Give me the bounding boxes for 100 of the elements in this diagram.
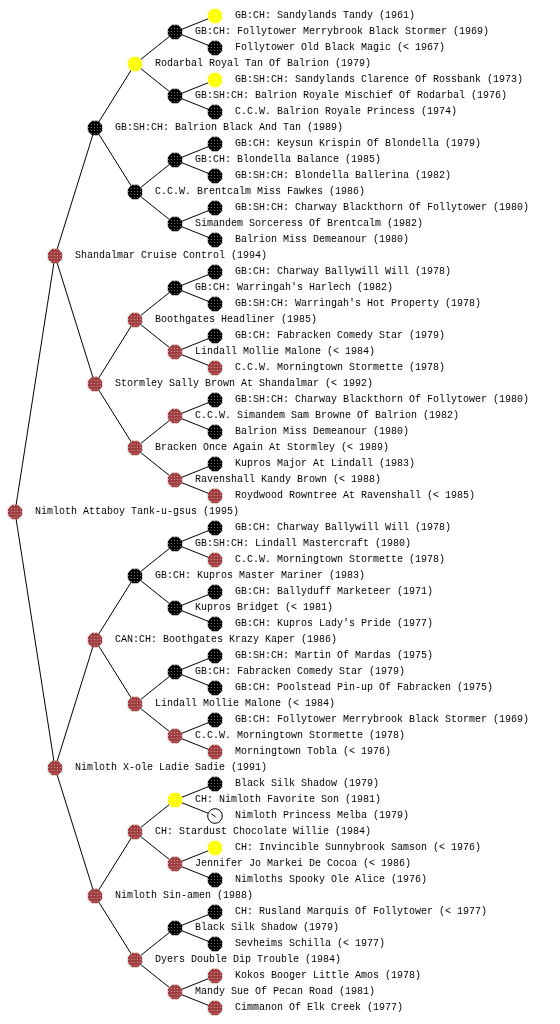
dog-name: Cimmanon Of Elk Creek (1977) xyxy=(235,1002,404,1014)
connector-line xyxy=(181,530,209,542)
dog-name: GB:CH: Poolstead Pin-up Of Fabracken (1975) xyxy=(235,682,494,694)
connector-line xyxy=(140,164,170,188)
dog-name: Black Silk Shadow (1979) xyxy=(195,922,340,934)
connector-line xyxy=(181,354,209,366)
connector-line xyxy=(140,964,170,988)
connector-line xyxy=(181,978,209,990)
dog-name: Nimloth Attaboy Tank-u-gsus (1995) xyxy=(35,506,240,518)
connector-line xyxy=(181,146,209,158)
connector-line xyxy=(140,36,170,60)
dog-name: Nimloth Sin-amen (1988) xyxy=(115,890,254,902)
connector-line xyxy=(181,610,209,622)
dog-name: Boothgates Headliner (1985) xyxy=(155,314,318,326)
connector-line xyxy=(98,901,132,955)
connector-line xyxy=(181,482,209,494)
dog-name: Morningtown Tobla (< 1976) xyxy=(235,746,392,758)
connector-line xyxy=(140,292,170,316)
dog-name: GB:CH: Blondella Balance (1985) xyxy=(195,154,382,166)
connector-line xyxy=(181,338,209,350)
connector-line xyxy=(181,18,209,30)
dog-name: Kupros Bridget (< 1981) xyxy=(195,602,334,614)
connector-line xyxy=(181,866,209,878)
dog-name: CH: Stardust Chocolate Willie (1984) xyxy=(155,826,372,838)
connector-line xyxy=(56,262,94,378)
connector-line xyxy=(181,210,209,222)
dog-name: CH: Rusland Marquis Of Follytower (< 1977) xyxy=(235,906,488,918)
dog-name: GB:SH:CH: Charway Blackthorn Of Follytower (1980) xyxy=(235,202,530,214)
dog-name: GB:CH: Charway Ballywill Will (1978) xyxy=(235,266,452,278)
connector-line xyxy=(181,162,209,174)
dog-name: GB:SH:CH: Martin Of Mardas (1975) xyxy=(235,650,434,662)
dog-name: CH: Invincible Sunnybrook Samson (< 1976) xyxy=(235,842,482,854)
connector-line xyxy=(181,546,209,558)
dog-name: GB:SH:CH: Blondella Ballerina (1982) xyxy=(235,170,452,182)
dog-name: GB:SH:CH: Warringah's Hot Property (1978) xyxy=(235,298,482,310)
connector-line xyxy=(140,804,170,828)
connector-line xyxy=(140,932,170,956)
dog-name: GB:CH: Keysun Krispin Of Blondella (1979) xyxy=(235,138,482,150)
connector-line xyxy=(140,708,170,732)
connector-line xyxy=(140,548,170,572)
connector-line xyxy=(181,802,209,814)
dog-name: GB:CH: Kupros Master Mariner (1983) xyxy=(155,570,366,582)
dog-name: Dyers Double Dip Trouble (1984) xyxy=(155,954,342,966)
connector-line xyxy=(181,34,209,46)
connector-line xyxy=(181,850,209,862)
connector-line xyxy=(181,594,209,606)
connector-line xyxy=(98,389,132,443)
dog-name: Simandem Sorceress Of Brentcalm (1982) xyxy=(195,218,424,230)
connector-line xyxy=(181,994,209,1006)
dog-name: Balrion Miss Demeanour (1980) xyxy=(235,426,410,438)
dog-name: CH: Nimloth Favorite Son (1981) xyxy=(195,794,382,806)
dog-name: Nimloth X-ole Ladie Sadie (1991) xyxy=(75,762,268,774)
dog-name: Sevheims Schilla (< 1977) xyxy=(235,938,386,950)
connector-line xyxy=(98,325,132,379)
connector-line xyxy=(56,646,94,762)
connector-line xyxy=(181,274,209,286)
dog-name: Kupros Major At Lindall (1983) xyxy=(235,458,416,470)
dog-name: Mandy Sue Of Pecan Road (1981) xyxy=(195,986,376,998)
dog-name: C.C.W. Simandem Sam Browne Of Balrion (1982) xyxy=(195,410,460,422)
dog-name: Jennifer Jo Markei De Cocoa (< 1986) xyxy=(195,858,412,870)
dog-name: Follytower Old Black Magic (< 1967) xyxy=(235,42,446,54)
dog-name: Lindall Mollie Malone (< 1984) xyxy=(155,698,336,710)
connector-line xyxy=(181,402,209,414)
connector-line xyxy=(98,133,132,187)
connector-line xyxy=(181,82,209,94)
connector-line xyxy=(181,466,209,478)
dog-name: C.C.W. Balrion Royale Princess (1974) xyxy=(235,106,458,118)
connector-line xyxy=(181,786,209,798)
dog-name: GB:CH: Ballyduff Marketeer (1971) xyxy=(235,586,434,598)
dog-name: CAN:CH: Boothgates Krazy Kaper (1986) xyxy=(115,634,338,646)
connector-line xyxy=(181,658,209,670)
connector-line xyxy=(181,930,209,942)
dog-name: Roydwood Rowntree At Ravenshall (< 1985) xyxy=(235,490,476,502)
dog-name: GB:CH: Charway Ballywill Will (1978) xyxy=(235,522,452,534)
connector-line xyxy=(140,324,170,348)
connector-line xyxy=(181,738,209,750)
connector-line xyxy=(181,914,209,926)
connector-line xyxy=(181,98,209,110)
connector-line xyxy=(98,837,132,891)
dog-name: GB:SH:CH: Lindall Mastercraft (1980) xyxy=(195,538,412,550)
dog-name: Rodarbal Royal Tan Of Balrion (1979) xyxy=(155,58,372,70)
dog-name: Nimloth Princess Melba (1979) xyxy=(235,810,410,822)
connector-line xyxy=(98,645,132,699)
dog-name: Nimloths Spooky Ole Alice (1976) xyxy=(235,874,428,886)
dog-name: Shandalmar Cruise Control (1994) xyxy=(75,250,268,262)
dog-name: GB:SH:CH: Balrion Black And Tan (1989) xyxy=(115,122,344,134)
connector-line xyxy=(98,69,132,123)
dog-name: GB:SH:CH: Charway Blackthorn Of Follytower (1980) xyxy=(235,394,530,406)
dog-name: GB:CH: Sandylands Tandy (1961) xyxy=(235,10,416,22)
dog-name: GB:CH: Kupros Lady's Pride (1977) xyxy=(235,618,434,630)
connector-line xyxy=(15,262,55,506)
connector-line xyxy=(181,674,209,686)
dog-name: C.C.W. Morningtown Stormette (1978) xyxy=(235,362,446,374)
connector-line xyxy=(140,836,170,860)
dog-name: Stormley Sally Brown At Shandalmar (< 1992) xyxy=(115,378,374,390)
connector-line xyxy=(140,580,170,604)
dog-name: GB:CH: Follytower Merrybrook Black Stormer (1969) xyxy=(195,26,490,38)
connector-line xyxy=(140,452,170,476)
connector-line xyxy=(181,226,209,238)
dog-name: Bracken Once Again At Stormley (< 1989) xyxy=(155,442,390,454)
